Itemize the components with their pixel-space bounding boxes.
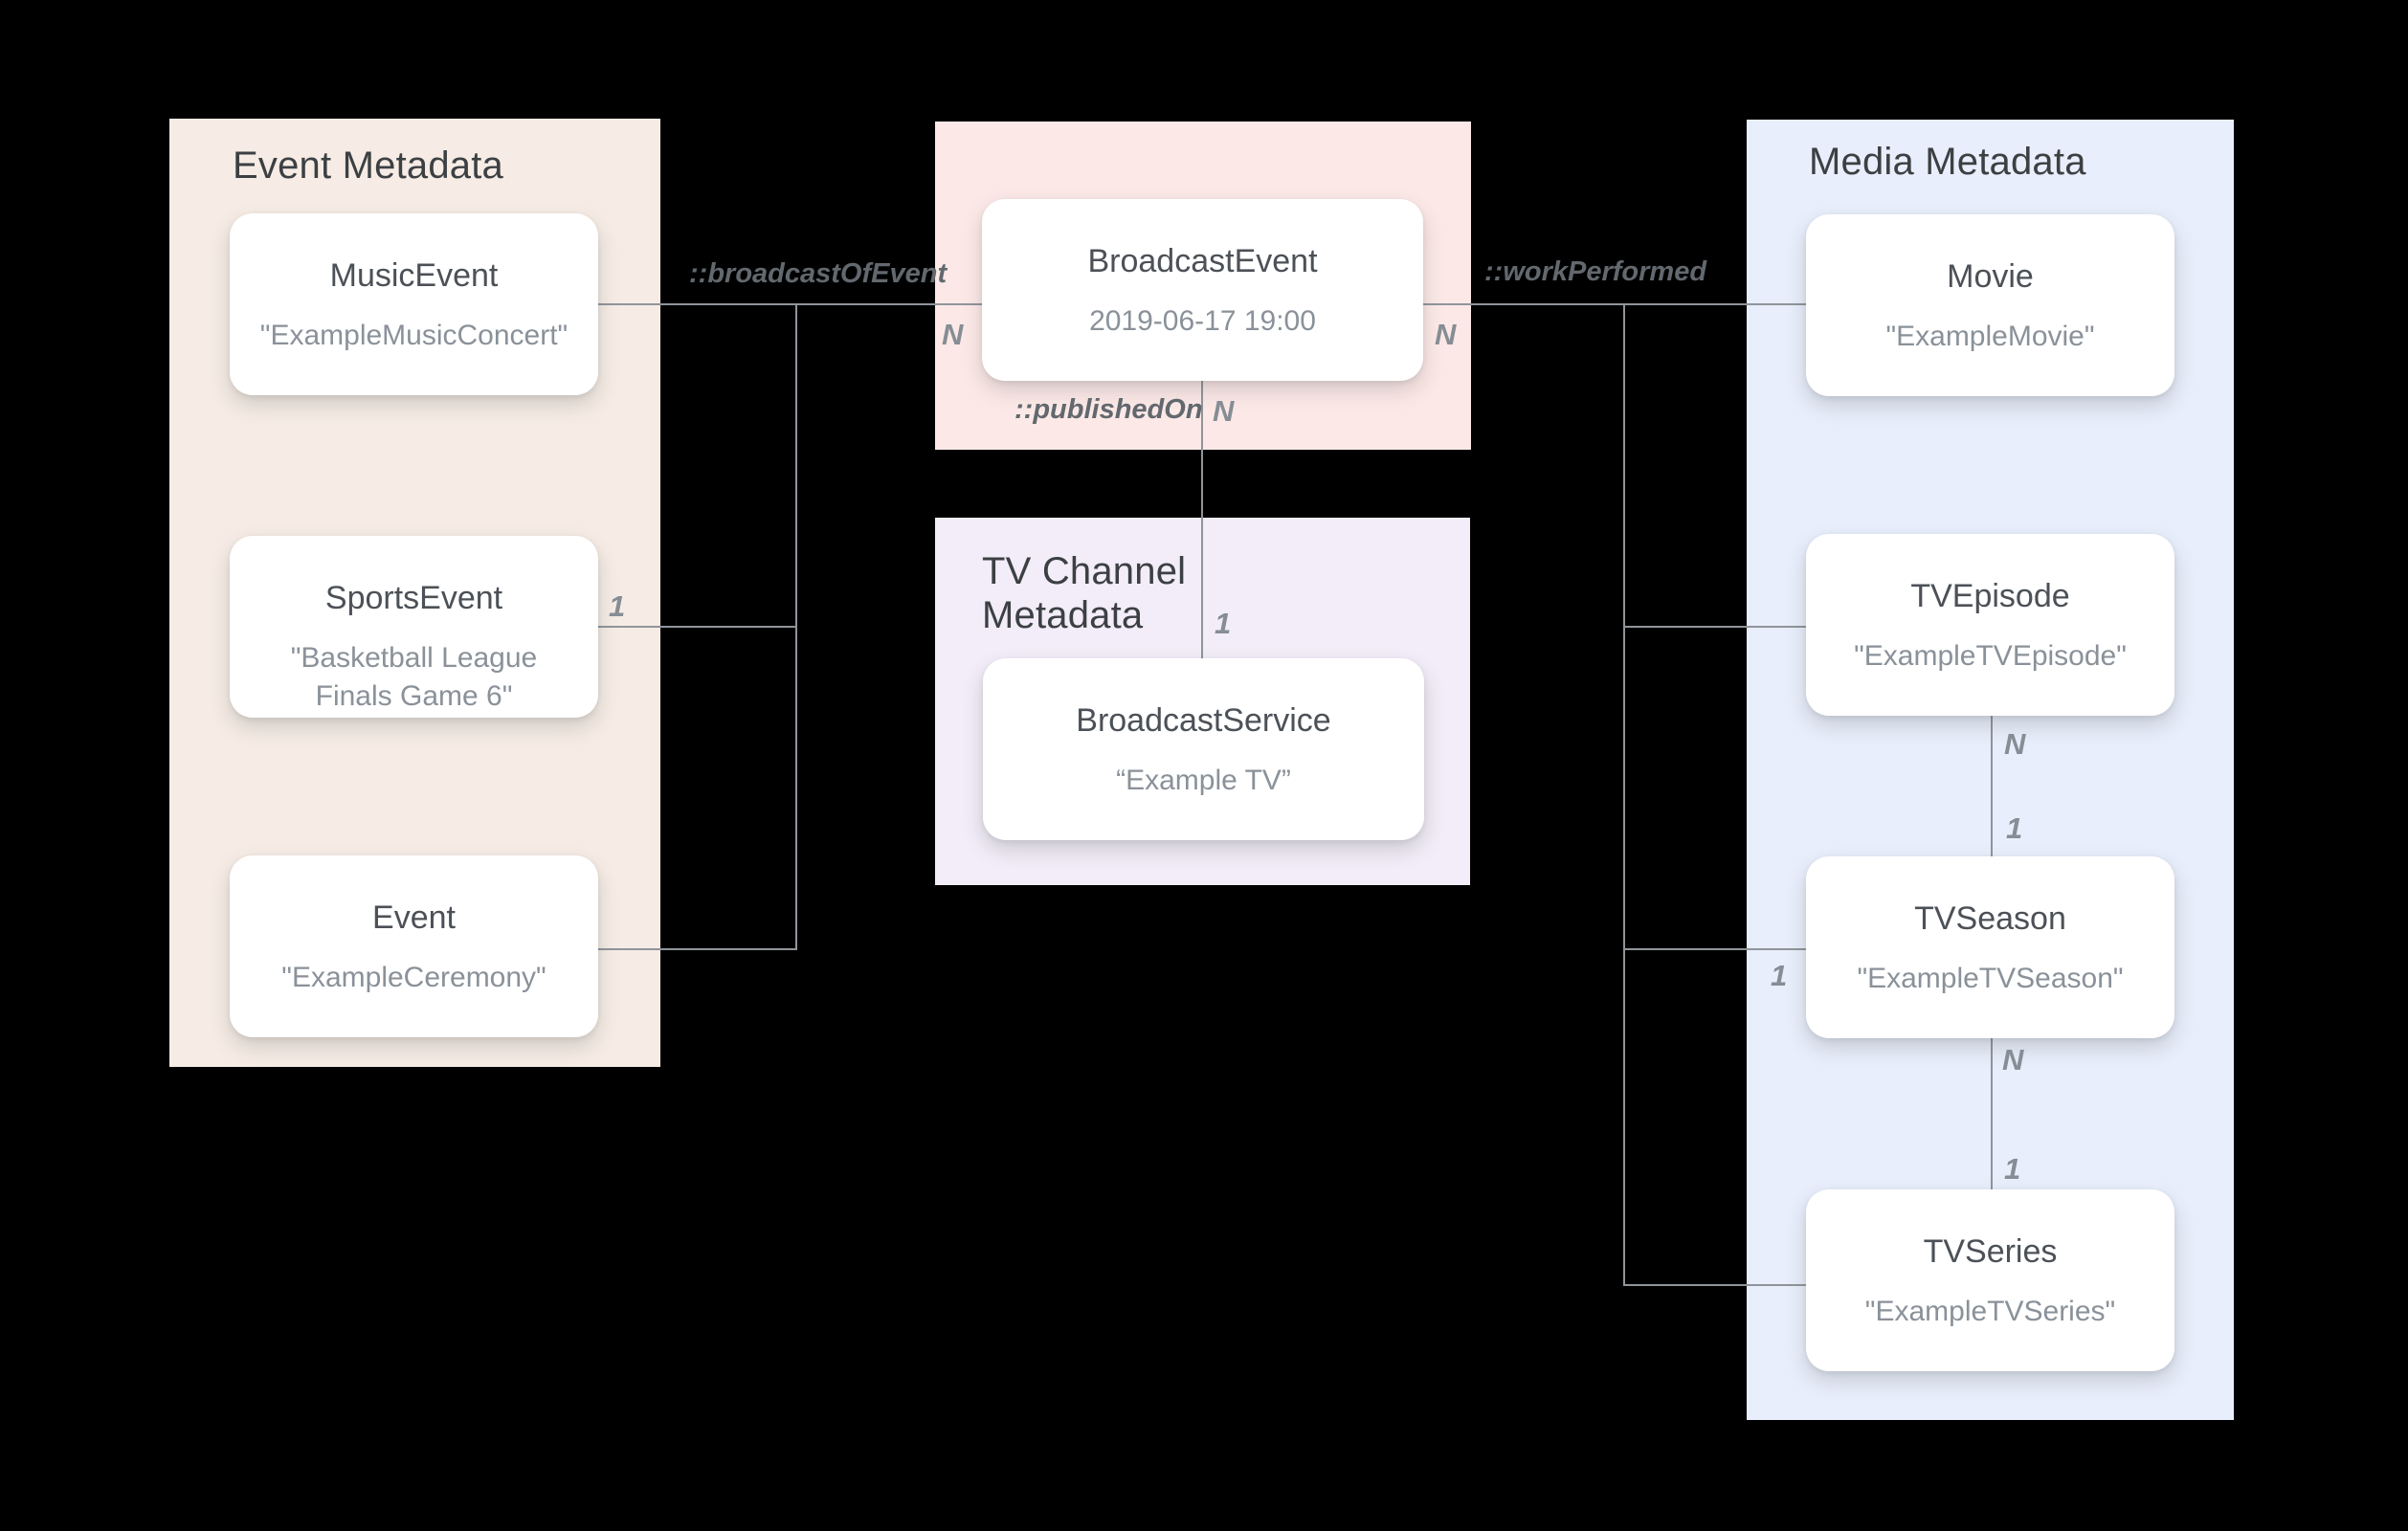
node-sportsevent: SportsEvent "Basketball League Finals Ga… — [230, 536, 598, 718]
node-subtitle: "ExampleTVSeason" — [1857, 963, 2124, 994]
connector-event-branch — [598, 948, 797, 950]
cardinality-tvseason-left-1: 1 — [1771, 959, 1788, 992]
connector-media-trunk — [1623, 303, 1625, 1286]
connector-broadcastevent-broadcastservice — [1201, 381, 1203, 658]
node-title: BroadcastEvent — [1087, 243, 1318, 279]
node-title: SportsEvent — [324, 580, 503, 616]
cardinality-episode-season-n: N — [2004, 727, 2026, 761]
node-subtitle: "ExampleMovie" — [1885, 321, 2095, 352]
panel-title-event-metadata: Event Metadata — [233, 144, 503, 187]
node-title: Movie — [1947, 258, 2034, 295]
node-title: Event — [372, 899, 456, 936]
node-tvseries: TVSeries "ExampleTVSeries" — [1806, 1189, 2174, 1371]
node-subtitle: "ExampleTVEpisode" — [1854, 640, 2127, 672]
node-event: Event "ExampleCeremony" — [230, 855, 598, 1037]
node-broadcastservice: BroadcastService “Example TV” — [983, 658, 1424, 840]
cardinality-publishedon-1: 1 — [1215, 607, 1232, 640]
node-title: MusicEvent — [329, 257, 499, 294]
node-subtitle: "Basketball League Finals Game 6" — [290, 642, 538, 712]
node-subtitle: "ExampleMusicConcert" — [259, 320, 569, 351]
connector-tvepisode-tvseason — [1991, 716, 1993, 856]
node-subtitle: "ExampleCeremony" — [281, 962, 546, 993]
node-broadcastevent: BroadcastEvent 2019-06-17 19:00 — [982, 199, 1423, 381]
node-musicevent: MusicEvent "ExampleMusicConcert" — [230, 213, 598, 395]
connector-sportsevent-branch — [598, 626, 797, 628]
node-title: TVSeries — [1923, 1233, 2058, 1270]
node-tvseason: TVSeason "ExampleTVSeason" — [1806, 856, 2174, 1038]
node-title: TVSeason — [1914, 900, 2066, 937]
relation-label-broadcastofevent: ::broadcastOfEvent — [689, 258, 948, 289]
cardinality-season-series-1: 1 — [2004, 1152, 2021, 1186]
cardinality-sportsevent-1: 1 — [609, 589, 626, 623]
node-subtitle: "ExampleTVSeries" — [1864, 1296, 2116, 1327]
connector-musicevent-broadcastevent — [598, 303, 982, 305]
cardinality-publishedon-n: N — [1213, 394, 1235, 428]
connector-broadcastevent-movie — [1423, 303, 1806, 305]
node-title: TVEpisode — [1910, 578, 2070, 614]
node-subtitle: 2019-06-17 19:00 — [1089, 305, 1316, 337]
panel-title-media-metadata: Media Metadata — [1809, 141, 2086, 183]
connector-tvseason-tvseries — [1991, 1038, 1993, 1189]
cardinality-broadcastevent-right-n: N — [1435, 318, 1457, 351]
node-movie: Movie "ExampleMovie" — [1806, 214, 2174, 396]
cardinality-broadcastevent-left-n: N — [942, 318, 964, 351]
relation-label-publishedon: ::publishedOn — [1014, 394, 1203, 425]
node-tvepisode: TVEpisode "ExampleTVEpisode" — [1806, 534, 2174, 716]
node-title: BroadcastService — [1076, 702, 1331, 739]
connector-tvseries-branch — [1625, 1284, 1807, 1286]
cardinality-season-series-n: N — [2002, 1043, 2024, 1076]
relation-label-workperformed: ::workPerformed — [1484, 256, 1707, 287]
panel-title-tv-channel-metadata: TV Channel Metadata — [982, 550, 1187, 636]
cardinality-episode-season-1: 1 — [2006, 811, 2023, 845]
connector-tvseason-branch — [1625, 948, 1807, 950]
connector-tvepisode-branch — [1625, 626, 1807, 628]
node-subtitle: “Example TV” — [1116, 765, 1291, 796]
